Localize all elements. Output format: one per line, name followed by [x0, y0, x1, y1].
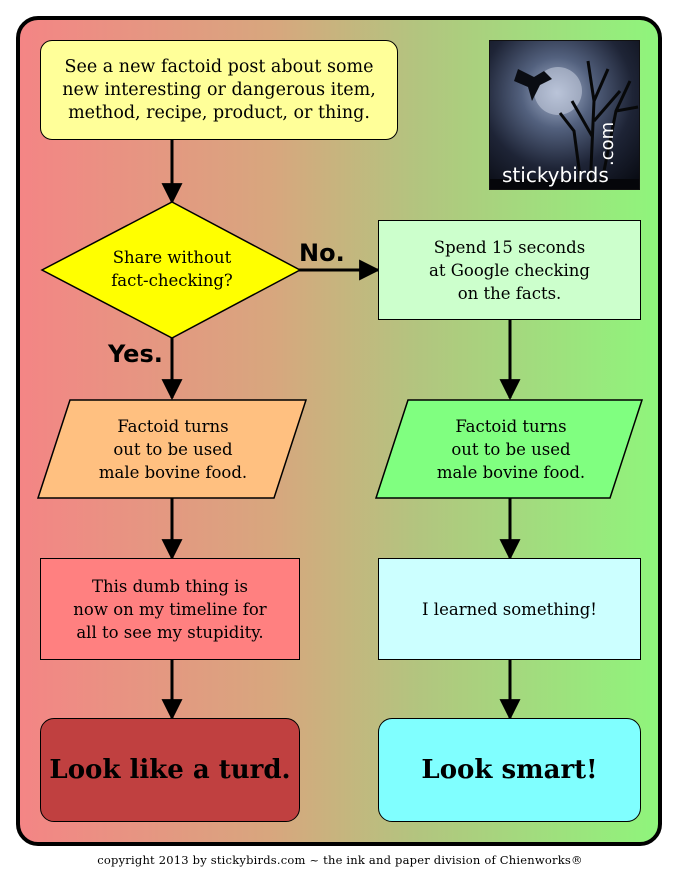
left-result-label: Factoid turns out to be used male bovine…	[80, 405, 266, 493]
decision-label-box: Share without fact-checking?	[100, 240, 244, 298]
left-consequence-text: This dumb thing is now on my timeline fo…	[73, 576, 267, 642]
bird-icon	[514, 69, 552, 101]
yes-label: Yes.	[108, 340, 163, 368]
right-outcome-box: Look smart!	[378, 718, 641, 822]
start-box: See a new factoid post about some new in…	[40, 40, 398, 140]
no-label: No.	[299, 239, 345, 267]
logo-word: stickybirds	[502, 163, 609, 187]
decision-text: Share without fact-checking?	[111, 248, 233, 290]
right-consequence-box: I learned something!	[378, 558, 641, 660]
check-box: Spend 15 seconds at Google checking on t…	[378, 220, 641, 320]
right-outcome-text: Look smart!	[421, 755, 598, 785]
left-consequence-box: This dumb thing is now on my timeline fo…	[40, 558, 300, 660]
stickybirds-logo: stickybirds .com	[489, 40, 640, 190]
logo-suffix: .com	[596, 121, 618, 166]
check-text: Spend 15 seconds at Google checking on t…	[429, 237, 590, 303]
right-result-label: Factoid turns out to be used male bovine…	[418, 405, 604, 493]
logo-artwork	[490, 60, 639, 189]
right-consequence-text: I learned something!	[422, 599, 597, 619]
copyright-footer: copyright 2013 by stickybirds.com ~ the …	[97, 853, 583, 867]
left-outcome-box: Look like a turd.	[40, 718, 300, 822]
start-text: See a new factoid post about some new in…	[62, 56, 376, 123]
ground-silhouette	[490, 179, 639, 189]
plant-silhouette	[558, 60, 639, 189]
left-result-text: Factoid turns out to be used male bovine…	[98, 416, 248, 482]
left-outcome-text: Look like a turd.	[49, 755, 291, 785]
right-result-text: Factoid turns out to be used male bovine…	[436, 416, 586, 482]
